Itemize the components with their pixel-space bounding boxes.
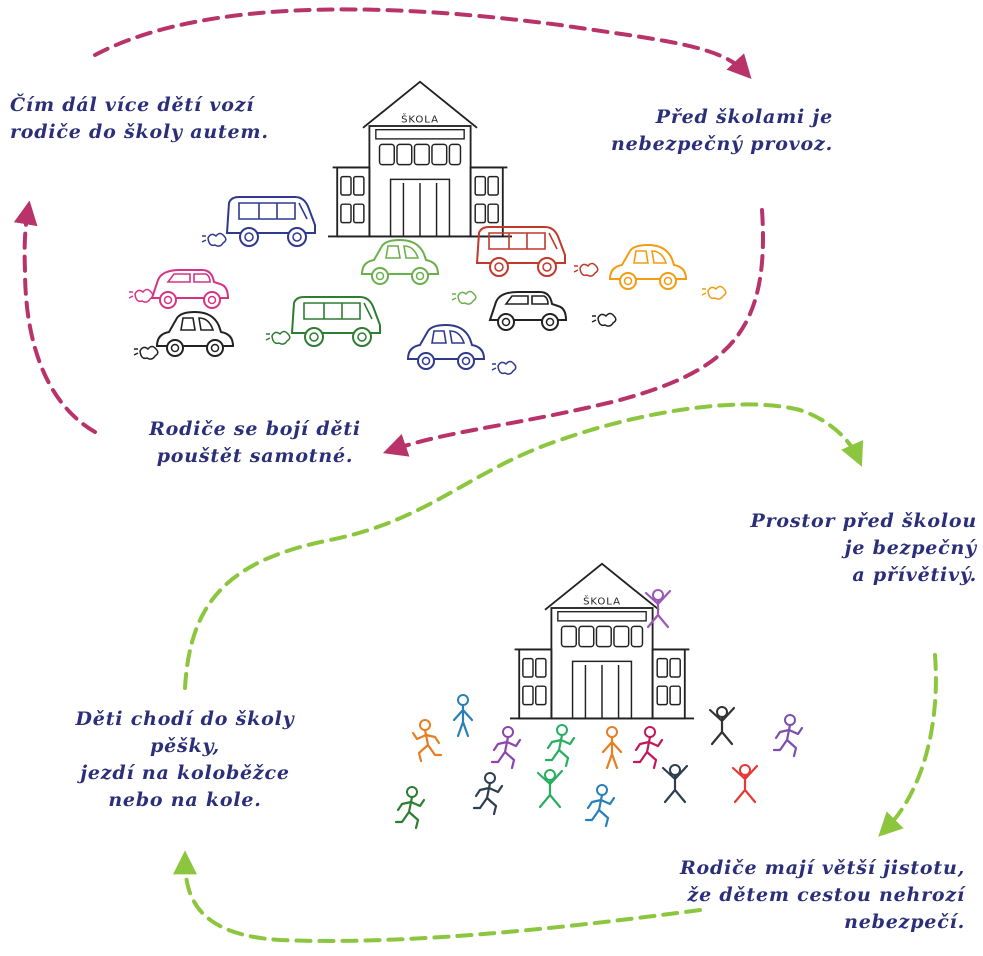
car-icon [609,244,687,290]
child-figure-icon [490,725,522,770]
arrow-top [93,7,752,80]
statement-kids-walk-ride: Děti chodí do školy pěšky, jezdí na kolo… [75,708,295,811]
car-icon [476,226,566,277]
arrow-left [13,200,97,434]
top-school-building-icon: ŠKOLA [327,80,513,238]
car-icon [226,196,316,247]
statement-safe-space: Prostor před školou je bezpečný a přívět… [750,510,977,586]
statement-parents-confident: Rodiče mají větší jistotu, že dětem cest… [679,857,965,933]
good-cycle-arrows [173,402,938,943]
child-figure-icon [708,705,736,746]
child-figure-icon [772,713,804,758]
cars-group [128,196,727,375]
child-figure-icon [452,693,474,738]
bottom-school-building-icon: ŠKOLA [509,562,695,720]
bad-cycle-arrows [13,7,765,457]
car-icon [156,311,234,357]
exhaust-icon [201,232,227,247]
child-figure-icon [601,725,623,770]
exhaust-icon [265,330,291,345]
exhaust-icon [128,288,154,303]
child-figure-icon [536,768,564,809]
child-figure-icon [472,771,504,816]
child-figure-icon [632,725,664,770]
car-icon [291,296,381,347]
car-icon [407,324,485,370]
arrow-right [382,208,765,457]
car-icon [151,269,229,309]
child-figure-icon [584,783,616,828]
arrow-green-top [183,402,864,690]
children-group [394,693,804,830]
exhaust-icon [591,312,617,327]
bottom-school-sign: ŠKOLA [583,594,621,607]
child-figure-icon [731,763,759,804]
car-icon [361,239,439,285]
statement-more-cars: Čím dál více dětí vozí rodiče do školy a… [10,94,269,143]
exhaust-icon [491,360,517,375]
exhaust-icon [701,285,727,300]
car-icon [489,291,567,331]
top-school-sign: ŠKOLA [401,112,439,125]
statement-dangerous-traffic: Před školami je nebezpečný provoz. [611,106,833,155]
arrow-green-right [878,653,938,837]
exhaust-icon [133,345,159,360]
statement-parents-afraid: Rodiče se bojí děti pouštět samotné. [149,418,361,467]
arrow-green-bottom [173,850,702,943]
child-figure-icon [544,723,576,768]
child-figure-icon [394,785,426,830]
child-figure-icon [661,763,689,804]
exhaust-icon [451,290,477,305]
child-figure-icon [411,718,443,763]
exhaust-icon [573,262,599,277]
